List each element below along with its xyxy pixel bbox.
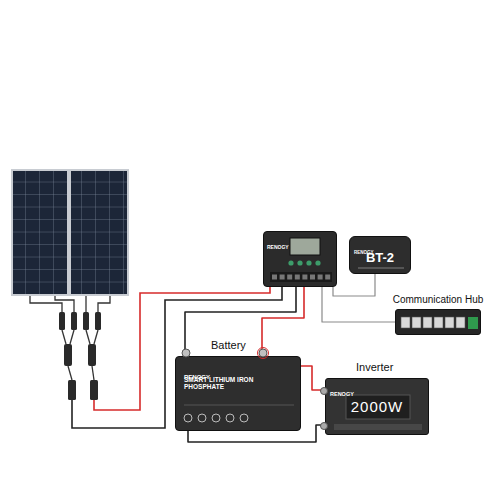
mc4-connector: [71, 312, 77, 330]
network-port: [434, 317, 443, 328]
brand-logo: RENOGY: [330, 391, 354, 397]
text-holder: Communication Hub: [393, 289, 484, 307]
terminal: [325, 275, 330, 280]
network-port: [456, 317, 465, 328]
network-port: [412, 317, 421, 328]
mc4-connector: [68, 380, 76, 400]
data-cable: [333, 274, 375, 296]
positive-wire: [262, 287, 304, 356]
control-button: [306, 260, 311, 265]
power-rating: 2000W: [351, 398, 404, 415]
network-port: [445, 317, 454, 328]
mc4-connector: [83, 312, 89, 330]
battery-art: [176, 357, 302, 432]
device-heading: Inverter: [356, 361, 393, 374]
panel-cable: [94, 330, 98, 344]
text-holder: Battery: [211, 335, 246, 353]
panel-cable: [55, 296, 74, 312]
charge-controller-art: [264, 232, 338, 288]
brand-logo: RENOGY: [267, 245, 289, 251]
device-heading: Communication Hub: [393, 294, 484, 306]
terminal: [287, 275, 292, 280]
control-button: [297, 260, 302, 265]
branch-connector: [64, 344, 72, 366]
network-port: [401, 317, 410, 328]
model-name: BT-2: [366, 251, 394, 266]
panel-cable: [68, 366, 72, 380]
status-icon: [198, 414, 206, 422]
inverter-terminal: [321, 388, 328, 395]
branch-connector: [88, 344, 96, 366]
panel-cable: [85, 296, 86, 312]
status-icon: [240, 414, 248, 422]
text-holder: BT-2: [350, 248, 410, 266]
panel-cable: [86, 330, 90, 344]
status-icon: [226, 414, 234, 422]
terminal: [272, 275, 277, 280]
terminal-strip: [270, 272, 332, 282]
bluetooth-module: RENOGYBT-2: [349, 236, 411, 274]
text-holder: 2000W: [326, 398, 428, 416]
terminal: [302, 275, 307, 280]
status-icon: [212, 414, 220, 422]
product-name: SMART LITHIUM IRON PHOSPHATE: [184, 376, 266, 391]
control-button: [288, 260, 293, 265]
device-heading: Battery: [211, 339, 246, 352]
terminal: [280, 275, 285, 280]
text-holder: SMART LITHIUM IRON PHOSPHATE: [184, 376, 266, 391]
inverter: InverterRENOGY2000W: [325, 378, 429, 435]
text-holder: RENOGY: [330, 382, 354, 400]
mc4-connector: [59, 312, 65, 330]
status-icon: [184, 414, 192, 422]
terminal: [310, 275, 315, 280]
panel-cable: [62, 330, 66, 344]
mc4-connectors: [59, 312, 101, 400]
panel-cable: [30, 296, 62, 312]
battery-terminal: [182, 349, 190, 357]
display-panel: [346, 395, 410, 419]
lcd-screen: [290, 238, 320, 255]
terminal-block: [468, 317, 478, 329]
battery: BatteryRENOGYSMART LITHIUM IRON PHOSPHAT…: [175, 356, 301, 431]
panel-cables: [30, 296, 110, 380]
text-holder: RENOGY: [267, 235, 289, 253]
control-button: [315, 260, 320, 265]
negative-wire: [185, 287, 296, 356]
terminal: [318, 275, 323, 280]
panel-cable: [70, 330, 74, 344]
terminal: [295, 275, 300, 280]
mc4-connector: [95, 312, 101, 330]
panel-cable: [98, 296, 110, 312]
label-strip: [334, 424, 422, 430]
terminal-cap: [258, 348, 269, 359]
panel-cable: [92, 366, 94, 380]
solar-panel: [70, 170, 128, 295]
text-holder: Inverter: [356, 357, 393, 375]
battery-terminal: [259, 349, 267, 357]
inverter-terminal: [321, 423, 328, 430]
network-port: [423, 317, 432, 328]
positive-wire: [301, 366, 325, 390]
communication-hub-art: [396, 310, 482, 336]
data-cable: [322, 287, 395, 322]
trim-line: [358, 267, 404, 269]
trim-line: [184, 405, 294, 406]
mc4-connector: [90, 380, 98, 400]
communication-hub: Communication Hub: [395, 309, 481, 335]
solar-panel: [12, 170, 68, 295]
charge-controller: RENOGY: [263, 231, 337, 287]
